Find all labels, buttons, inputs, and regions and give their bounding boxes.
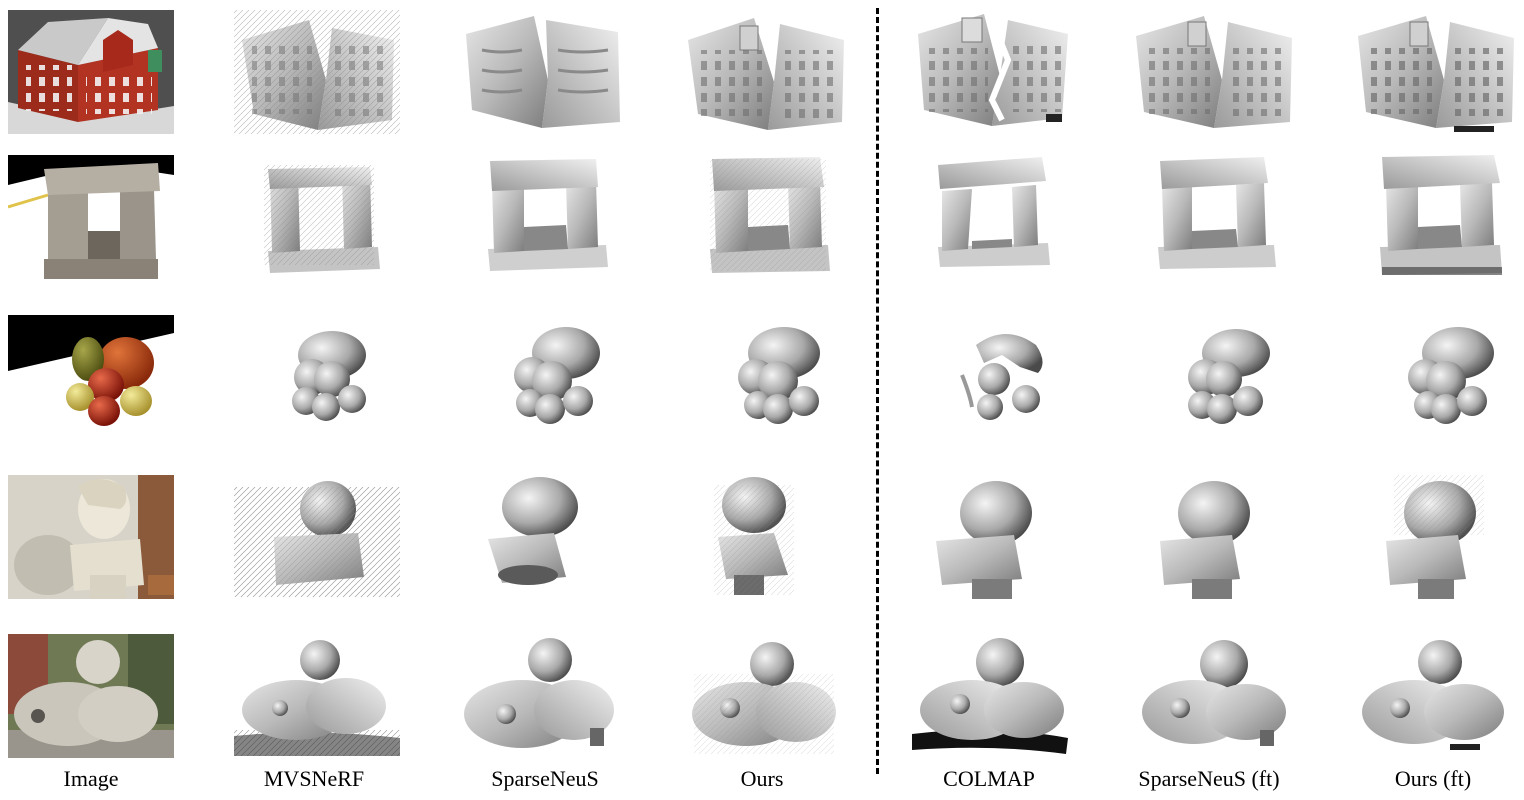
mesh-stone-arch-mvsnerf: [234, 155, 400, 279]
mesh-building-ours: [684, 10, 850, 134]
mesh-building-sparseneus: [462, 10, 628, 134]
image-baby-statue: [8, 634, 174, 758]
mesh-bust-colmap: [912, 475, 1078, 599]
mesh-fruit-colmap: [912, 315, 1078, 439]
column-label-ours-ft: Ours (ft): [1394, 766, 1472, 791]
mesh-bust-sparseneus-ft: [1132, 475, 1298, 599]
mesh-baby-statue-sparseneus-ft: [1132, 634, 1298, 758]
mesh-baby-statue-colmap: [912, 634, 1078, 758]
mesh-stone-arch-ours-ft: [1354, 155, 1520, 279]
mesh-fruit-ours: [684, 315, 850, 439]
method-divider: [876, 8, 879, 774]
mesh-baby-statue-sparseneus: [462, 634, 628, 758]
column-label-sparseneus: SparseNeuS: [491, 766, 599, 791]
column-label-colmap: COLMAP: [943, 766, 1035, 791]
mesh-stone-arch-colmap: [912, 155, 1078, 279]
column-label-sparseneus-ft: SparseNeuS (ft): [1138, 766, 1280, 791]
mesh-baby-statue-ours: [684, 634, 850, 758]
mesh-baby-statue-mvsnerf: [234, 634, 400, 758]
mesh-stone-arch-sparseneus-ft: [1132, 155, 1298, 279]
mesh-building-sparseneus-ft: [1132, 10, 1298, 134]
mesh-baby-statue-ours-ft: [1354, 634, 1520, 758]
mesh-bust-ours: [684, 475, 850, 599]
mesh-stone-arch-ours: [684, 155, 850, 279]
mesh-building-colmap: [912, 10, 1078, 134]
mesh-fruit-ours-ft: [1354, 315, 1520, 439]
image-bust: [8, 475, 174, 599]
column-label-mvsnerf: MVSNeRF: [263, 766, 365, 791]
image-building: [8, 10, 174, 134]
image-fruit: [8, 315, 174, 439]
mesh-stone-arch-sparseneus: [462, 155, 628, 279]
mesh-building-ours-ft: [1354, 10, 1520, 134]
mesh-bust-mvsnerf: [234, 475, 400, 599]
mesh-building-mvsnerf: [234, 10, 400, 134]
column-label-image: Image: [63, 766, 119, 791]
column-label-ours: Ours: [740, 766, 784, 791]
mesh-bust-sparseneus: [462, 475, 628, 599]
image-stone-arch: [8, 155, 174, 279]
mesh-fruit-sparseneus: [462, 315, 628, 439]
mesh-bust-ours-ft: [1354, 475, 1520, 599]
mesh-fruit-mvsnerf: [234, 315, 400, 439]
mesh-fruit-sparseneus-ft: [1132, 315, 1298, 439]
